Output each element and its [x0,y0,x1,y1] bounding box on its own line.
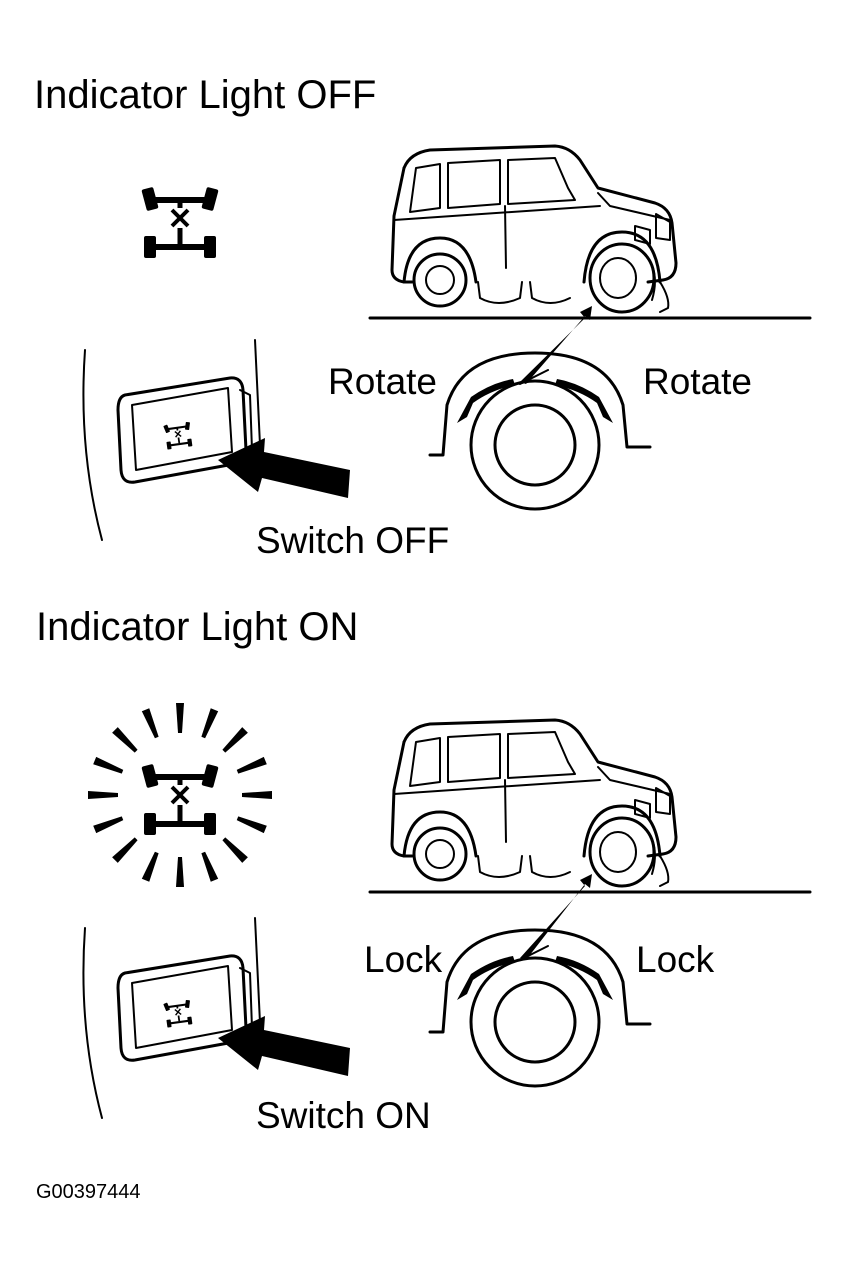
vehicle-illustration [368,718,812,894]
4wd-indicator-icon-lit [88,703,272,887]
right-wheel-label: Lock [636,939,715,980]
arrow-icon [520,874,592,960]
panel-indicator-off: Indicator Light OFF Switch OFF Rotate Ro… [34,73,812,561]
panel-indicator-on: Indicator Light ON [36,605,812,1136]
panel-title: Indicator Light ON [36,605,358,649]
4wd-indicator-icon [141,187,218,258]
figure-code: G00397444 [36,1181,141,1203]
left-wheel-label: Rotate [328,361,437,402]
4wd-switch-button [83,918,350,1118]
4wd-switch-button [83,340,350,540]
vehicle-illustration [368,144,812,320]
wheel-detail [428,351,652,511]
indicator-glow-rays [88,703,272,887]
right-wheel-label: Rotate [643,361,752,402]
left-wheel-label: Lock [364,939,443,980]
panel-title: Indicator Light OFF [34,73,376,117]
switch-state-label: Switch ON [256,1095,431,1136]
wheel-detail [428,928,652,1088]
switch-state-label: Switch OFF [256,520,449,561]
arrow-icon [520,306,592,384]
